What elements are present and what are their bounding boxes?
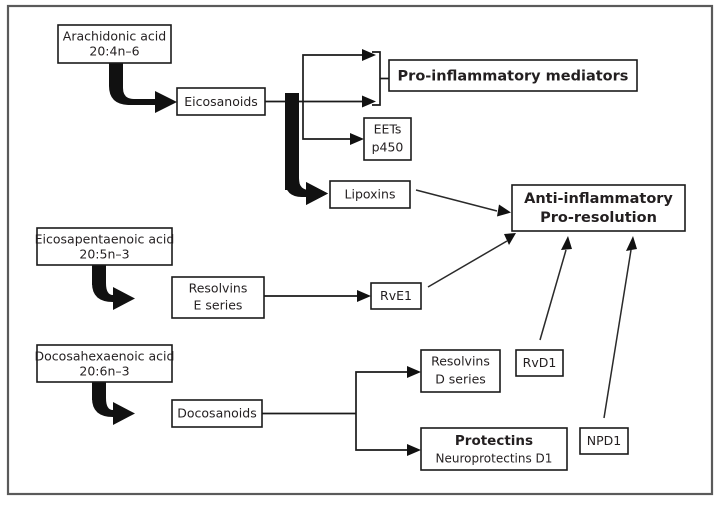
node-lipoxins: Lipoxins xyxy=(329,180,411,209)
resolvins-e-line2: E series xyxy=(194,298,243,313)
node-rvd1: RvD1 xyxy=(515,349,564,377)
edge-docosanoids-to-protectins xyxy=(355,413,407,451)
edge-epa-to-resolvins-e xyxy=(92,264,135,310)
edge-resolvins-e-to-rve1 xyxy=(264,290,371,302)
edge-eicosanoids-to-lipoxins xyxy=(285,93,328,205)
arrow-to-resolvins-d xyxy=(407,366,421,378)
anti-inflammatory-line1: Anti-inflammatory xyxy=(524,191,673,207)
resolvins-d-line2: D series xyxy=(435,372,486,387)
node-epa: Eicosapentaenoic acid 20:5n–3 xyxy=(35,227,175,266)
edge-dha-to-docosanoids xyxy=(92,382,135,425)
arrow-to-bracket-top xyxy=(362,49,376,61)
arrow-to-protectins xyxy=(407,444,421,456)
node-resolvins-d: Resolvins D series xyxy=(420,349,501,393)
arachidonic-acid-line1: Arachidonic acid xyxy=(63,29,166,44)
edge-npd1-to-anti-inflammatory xyxy=(603,236,637,419)
edge-eicosanoids-riser xyxy=(302,54,362,102)
node-rve1: RvE1 xyxy=(370,282,422,310)
edge-eicosanoids-to-eets xyxy=(302,101,350,140)
diagram-frame xyxy=(6,4,714,496)
node-arachidonic-acid: Arachidonic acid 20:4n–6 xyxy=(57,24,172,64)
protectins-line2: Neuroprotectins D1 xyxy=(436,452,553,466)
edge-docosanoids-to-resolvins-d xyxy=(355,371,407,414)
rve1-label: RvE1 xyxy=(380,288,412,303)
node-docosanoids: Docosanoids xyxy=(171,399,263,428)
node-anti-inflammatory: Anti-inflammatory Pro-resolution xyxy=(511,184,686,232)
lipoxins-label: Lipoxins xyxy=(345,187,396,202)
edge-rve1-to-anti-inflammatory xyxy=(427,233,516,288)
edge-lipoxins-to-anti-inflammatory xyxy=(415,189,511,217)
node-eets: EETs p450 xyxy=(363,117,412,161)
epa-line2: 20:5n–3 xyxy=(79,247,129,262)
pro-inflammatory-label: Pro-inflammatory mediators xyxy=(398,69,629,85)
epa-line1: Eicosapentaenoic acid xyxy=(35,232,175,247)
npd1-label: NPD1 xyxy=(587,433,621,448)
eets-line2: p450 xyxy=(372,140,404,155)
rvd1-label: RvD1 xyxy=(523,355,557,370)
pro-inflammatory-bracket xyxy=(372,51,389,106)
arrow-to-eets xyxy=(350,133,364,145)
resolvins-d-line1: Resolvins xyxy=(431,354,490,369)
protectins-line1: Protectins xyxy=(455,433,533,449)
edge-rvd1-to-anti-inflammatory xyxy=(539,236,572,341)
arrow-to-bracket-bottom xyxy=(362,95,376,108)
dha-line2: 20:6n–3 xyxy=(79,364,129,379)
arachidonic-acid-line2: 20:4n–6 xyxy=(89,44,139,59)
eets-line1: EETs xyxy=(374,122,402,137)
node-dha: Docosahexaenoic acid 20:6n–3 xyxy=(35,344,175,383)
node-protectins: Protectins Neuroprotectins D1 xyxy=(420,427,568,471)
node-pro-inflammatory-mediators: Pro-inflammatory mediators xyxy=(388,59,638,92)
resolvins-e-line1: Resolvins xyxy=(189,281,248,296)
eicosanoids-label: Eicosanoids xyxy=(184,94,258,109)
edge-arachidonic-to-eicosanoids xyxy=(109,62,177,113)
node-eicosanoids: Eicosanoids xyxy=(176,87,266,116)
anti-inflammatory-line2: Pro-resolution xyxy=(540,210,657,226)
node-resolvins-e: Resolvins E series xyxy=(171,276,265,319)
docosanoids-label: Docosanoids xyxy=(177,406,256,421)
dha-line1: Docosahexaenoic acid xyxy=(35,349,175,364)
node-npd1: NPD1 xyxy=(579,427,629,455)
